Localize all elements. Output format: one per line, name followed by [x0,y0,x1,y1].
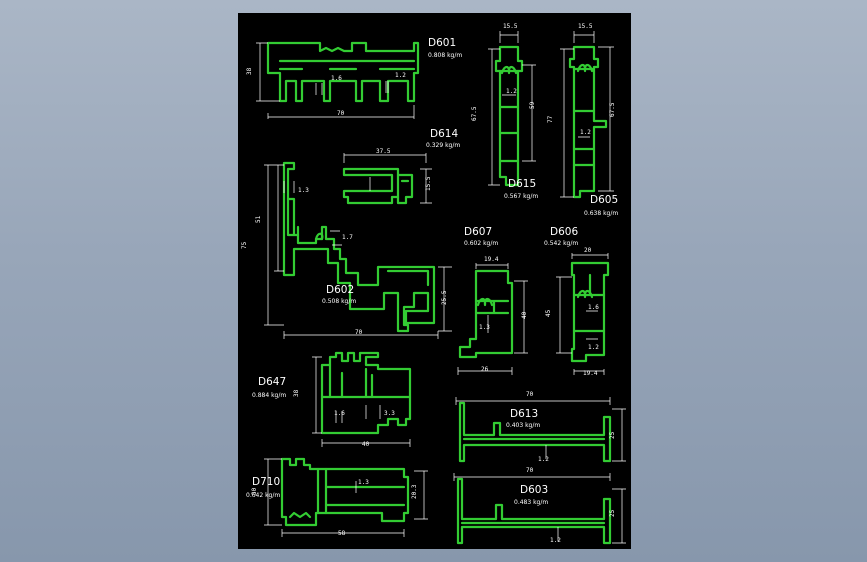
d603-outline [456,477,612,545]
d606-weight: 0.542 kg/m [544,240,578,247]
d615-outline [494,45,524,187]
d614-dim-height: 15.5 [425,176,432,191]
profile-drawing: D601 0.808 kg/m 38 70 1.6 1.2 D614 0.329… [241,23,626,545]
d606-dim-width: 20 [584,247,592,254]
d710-weight: 0.642 kg/m [246,492,280,499]
d710-dim-width: 58 [338,530,346,537]
d605-dim-width: 15.5 [578,23,593,30]
d601-dim-width: 70 [337,110,345,117]
d647-outline [320,351,412,435]
d605-dim-inner: 67.5 [609,102,616,117]
d614-outline [342,167,414,205]
d607-dim-wall: 1.3 [479,324,490,331]
d607-dim-width: 19.4 [484,256,499,263]
d710-outline [280,457,410,527]
d603-dim-width: 70 [526,467,534,474]
d607-outline [458,269,514,359]
d601-weight: 0.808 kg/m [428,52,462,59]
d605-code: D605 [590,194,618,206]
d615-weight: 0.567 kg/m [504,193,538,200]
d710-code: D710 [252,476,280,488]
d647-weight: 0.884 kg/m [252,392,286,399]
d710-dim-height: 30 [251,487,258,495]
d647-dim-height: 38 [293,389,300,397]
profile-d613: D613 0.403 kg/m 70 25 1.2 [455,391,626,463]
d606-dim-wall-b: 1.2 [588,344,599,351]
d605-outline [568,45,608,199]
d601-outline [266,41,420,103]
d606-outline [570,261,610,363]
d602-dim-wall: 1.3 [298,187,309,194]
d602-dim-height: 75 [241,241,248,249]
profile-d607: D607 0.602 kg/m 19.4 40 1.3 26 [457,226,528,375]
d602-code: D602 [326,284,354,296]
profile-d605: D605 0.638 kg/m 15.5 77 67.5 1.2 [547,23,618,217]
profile-d603: D603 0.483 kg/m 70 25 1.2 [453,467,626,545]
d613-weight: 0.403 kg/m [506,422,540,429]
d601-dim-wall-b: 1.2 [395,72,406,79]
d607-dim-total: 26 [481,366,489,373]
profile-d614: D614 0.329 kg/m 37.5 15.5 [342,128,460,205]
d613-dim-width: 70 [526,391,534,398]
d605-weight: 0.638 kg/m [584,210,618,217]
d647-dim-gap: 3.3 [384,410,395,417]
d607-dim-height: 40 [521,311,528,319]
d613-outline [458,401,612,463]
d606-dim-bottom: 19.4 [583,370,598,377]
d614-dim-width: 37.5 [376,148,391,155]
drawing-sheet: D601 0.808 kg/m 38 70 1.6 1.2 D614 0.329… [238,13,631,549]
d602-dim-step: 1.7 [342,234,353,241]
profile-d602: D602 0.508 kg/m 75 51 1.3 1.7 25.5 70 [241,161,452,339]
d615-dim-wall: 1.2 [506,88,517,95]
d615-code: D615 [508,178,536,190]
d603-dim-wall: 1.2 [550,537,561,544]
d710-dim-wall: 1.3 [358,479,369,486]
profile-d615: D615 0.567 kg/m 15.5 67.5 59 1.2 [471,23,538,200]
d603-code: D603 [520,484,548,496]
d603-dim-height: 25 [609,509,616,517]
d601-dim-height: 38 [246,67,253,75]
d647-code: D647 [258,376,286,388]
profile-d647: D647 0.884 kg/m 38 1.6 3.3 40 [252,351,412,448]
d647-dim-width: 40 [362,441,370,448]
d605-dim-overall: 77 [547,115,554,123]
d602-dim-inner: 51 [255,215,262,223]
d613-dim-height: 25 [609,431,616,439]
d614-code: D614 [430,128,458,140]
profile-d601: D601 0.808 kg/m 38 70 1.6 1.2 [246,37,462,119]
d613-code: D613 [510,408,538,420]
d606-code: D606 [550,226,578,238]
d606-dim-height: 45 [545,309,552,317]
d615-dim-inner: 59 [529,101,536,109]
d613-dim-wall: 1.2 [538,456,549,463]
d710-dim-right: 20.3 [411,484,418,499]
d615-dim-overall: 67.5 [471,106,478,121]
d602-dim-sash: 25.5 [441,290,448,305]
d614-weight: 0.329 kg/m [426,142,460,149]
d647-dim-wall: 1.6 [334,410,345,417]
d601-code: D601 [428,37,456,49]
d606-dim-wall-a: 1.6 [588,304,599,311]
profile-d710: D710 0.642 kg/m 30 1.3 20.3 58 [246,457,428,537]
d602-weight: 0.508 kg/m [322,298,356,305]
d605-dim-wall: 1.2 [580,129,591,136]
d602-dim-width: 70 [355,329,363,336]
d607-weight: 0.602 kg/m [464,240,498,247]
d603-weight: 0.483 kg/m [514,499,548,506]
d615-dim-width: 15.5 [503,23,518,30]
d601-dim-wall-a: 1.6 [331,75,342,82]
profile-d606: D606 0.542 kg/m 20 45 1.6 1.2 19.4 [544,226,610,377]
d607-code: D607 [464,226,492,238]
